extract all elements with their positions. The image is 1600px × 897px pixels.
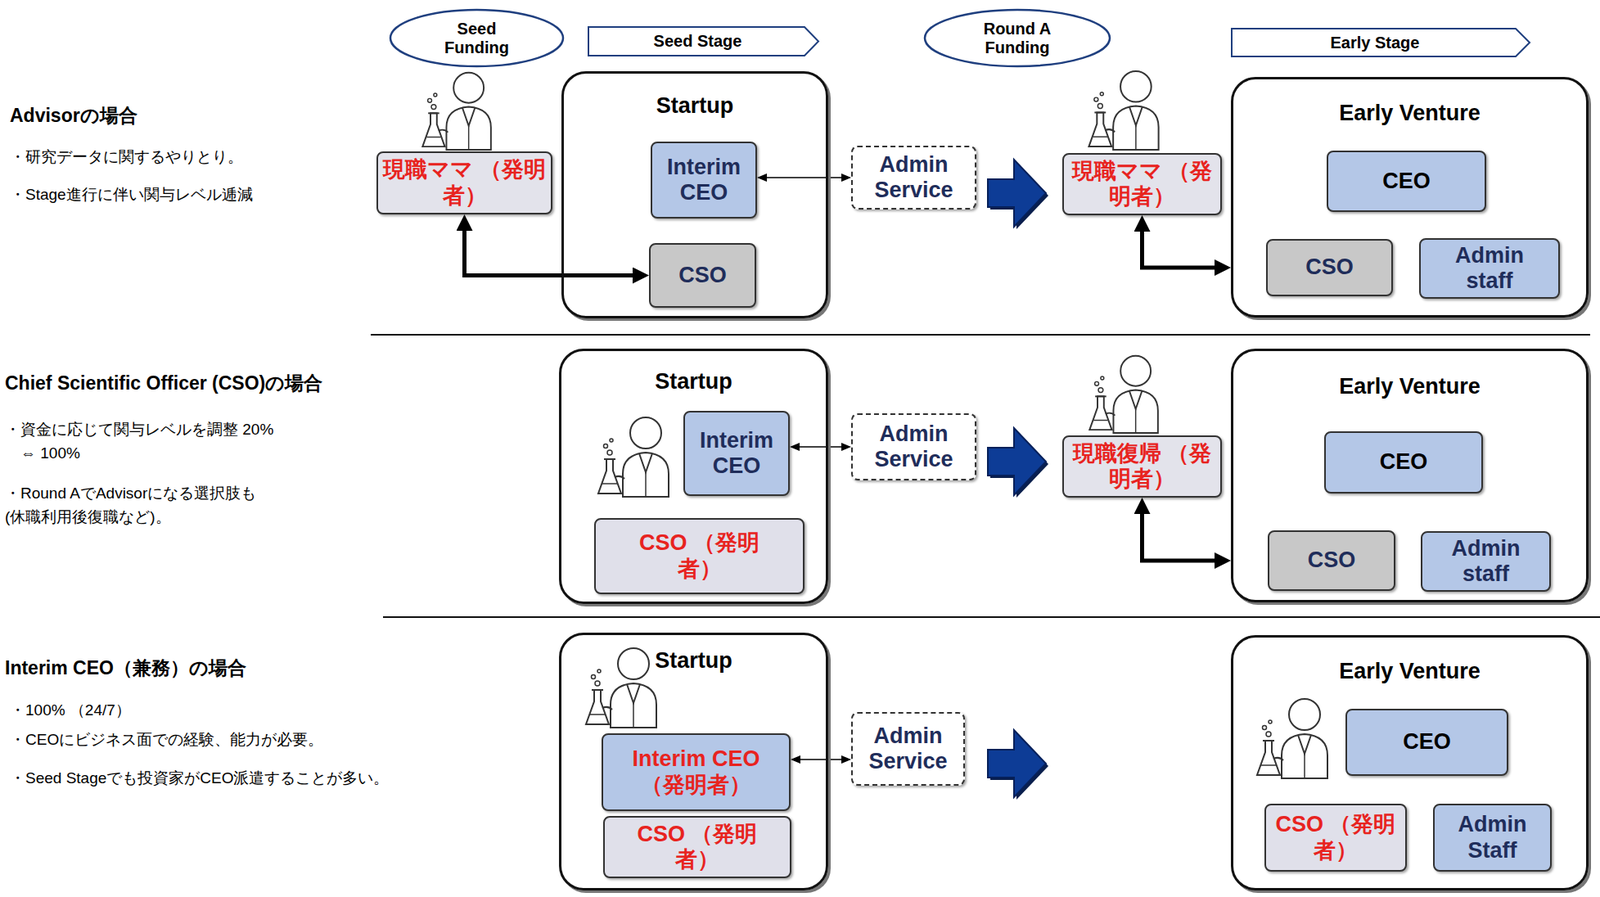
box-label: CSO <box>1307 547 1357 573</box>
funding-ellipse: Round A Funding <box>923 8 1112 68</box>
connector <box>1142 221 1226 268</box>
box-label: Admin Service <box>857 421 970 473</box>
box-label: Interim CEO <box>657 154 751 206</box>
inventor-role-box: CSO （発明者） <box>603 815 792 879</box>
company-container: StartupInterim CEO （発明者） CSO （発明者） <box>558 632 829 891</box>
case-heading: Chief Scientific Officer (CSO)の場合 <box>4 372 323 396</box>
scientist-icon <box>1088 71 1159 150</box>
banner-outline <box>1231 28 1530 57</box>
side-note: ・Stage進行に伴い関与レベル逓減 <box>9 185 253 205</box>
side-note: ・CEOにビジネス面での経験、能力が必要。 <box>9 730 324 750</box>
container-title: Startup <box>563 93 826 119</box>
container-title: Early Venture <box>1233 100 1587 127</box>
scientist-icon <box>1257 698 1328 779</box>
box-label: 現職復帰 （発明者） <box>1068 441 1216 492</box>
service-box: Admin Service <box>851 413 977 481</box>
box-label: Interim CEO （発明者） <box>608 746 785 798</box>
ceo-box: CEO <box>1324 431 1483 494</box>
inventor-box: 現職ママ （発明者） <box>1062 153 1222 216</box>
box-label: Seed Stage <box>653 31 754 51</box>
box-label: Interim CEO <box>689 428 784 479</box>
box-label: 現職ママ （発明者） <box>383 157 546 208</box>
box-label: CSO <box>678 262 727 289</box>
box-label: Admin Service <box>857 152 970 203</box>
stage-banner: Early Stage <box>1230 27 1531 58</box>
banner-outline <box>588 27 819 56</box>
funding-ellipse: Seed Funding <box>388 8 565 68</box>
side-note: ・100% （24/7） <box>9 701 131 721</box>
box-label: CSO <box>1305 254 1354 280</box>
stage-arrow <box>987 730 1049 800</box>
box-label: Admin Service <box>857 723 959 775</box>
role-box: Admin staff <box>1419 238 1560 299</box>
stage-arrow <box>987 428 1049 498</box>
role-box: Interim CEO <box>650 141 758 219</box>
company-container: StartupInterim CEO CSO （発明者） <box>558 348 829 604</box>
side-note: ・Seed Stageでも投資家がCEO派遣することが多い。 <box>9 769 389 789</box>
side-note: ・研究データに関するやりとり。 <box>9 148 244 167</box>
scientist-icon <box>585 648 657 728</box>
box-label: CEO <box>1382 168 1431 194</box>
side-note: ・資金に応じて関与レベルを調整 20% ⇔ 100% <box>4 417 275 466</box>
container-title: Early Venture <box>1233 374 1587 400</box>
inventor-role-box: Interim CEO （発明者） <box>601 733 791 812</box>
company-container: Early VentureCEO CSO （発明者） Admin Staff <box>1230 635 1589 891</box>
connector <box>1142 504 1226 561</box>
inventor-role-box: CSO （発明者） <box>594 518 805 595</box>
connector <box>794 446 847 448</box>
connector <box>464 220 644 276</box>
container-title: Startup <box>561 369 826 395</box>
inventor-box: 現職復帰 （発明者） <box>1062 435 1222 498</box>
role-box: Admin Staff <box>1433 803 1552 872</box>
stage-banner: Seed Stage <box>587 26 820 57</box>
box-label: CSO （発明者） <box>638 530 762 582</box>
connector <box>761 176 847 179</box>
ceo-box: CEO <box>1326 150 1487 212</box>
inventor-role-box: CSO （発明者） <box>1264 803 1407 872</box>
row-divider <box>383 616 1600 618</box>
box-label: Seed Funding <box>440 19 514 58</box>
ellipse-outline <box>924 9 1110 67</box>
box-label: Early Stage <box>1330 33 1432 53</box>
case-heading: Advisorの場合 <box>9 104 138 128</box>
box-label: CEO <box>1379 449 1429 475</box>
box-label: CEO <box>1402 729 1452 755</box>
stage-arrow <box>987 159 1049 230</box>
service-box: Admin Service <box>851 712 965 786</box>
inventor-box: 現職ママ （発明者） <box>376 151 553 215</box>
box-label: Round A Funding <box>976 19 1059 58</box>
ellipse-outline <box>390 9 564 67</box>
company-container: Early VentureCEO CSO Admin staff <box>1230 348 1589 603</box>
container-title: Early Venture <box>1233 658 1587 685</box>
cso-box: CSO <box>1266 238 1393 297</box>
connector <box>795 758 847 761</box>
box-label: CSO （発明者） <box>635 821 759 873</box>
row-divider <box>370 333 1591 336</box>
box-label: 現職ママ （発明者） <box>1068 158 1216 210</box>
scientist-icon <box>598 417 669 497</box>
scientist-icon <box>422 72 492 150</box>
box-label: Admin staff <box>1432 243 1547 294</box>
case-heading: Interim CEO（兼務）の場合 <box>4 657 247 681</box>
scientist-icon <box>1089 356 1159 433</box>
cso-box: CSO <box>1267 530 1396 591</box>
company-container: Early VentureCEO CSO Admin staff <box>1230 76 1589 318</box>
ceo-box: CEO <box>1345 708 1509 776</box>
container-title: Startup <box>561 648 826 674</box>
company-container: StartupInterim CEO CSO <box>561 71 829 319</box>
box-label: Admin staff <box>1433 536 1538 587</box>
side-note: ・Round AでAdvisorになる選択肢も (休職利用後復職など)。 <box>4 481 349 530</box>
box-label: CSO （発明者） <box>1270 811 1401 863</box>
box-label: Admin Staff <box>1446 811 1539 863</box>
role-box: Interim CEO <box>683 410 790 496</box>
role-box: Admin staff <box>1420 531 1551 592</box>
service-box: Admin Service <box>851 145 977 210</box>
cso-box: CSO <box>649 243 757 308</box>
